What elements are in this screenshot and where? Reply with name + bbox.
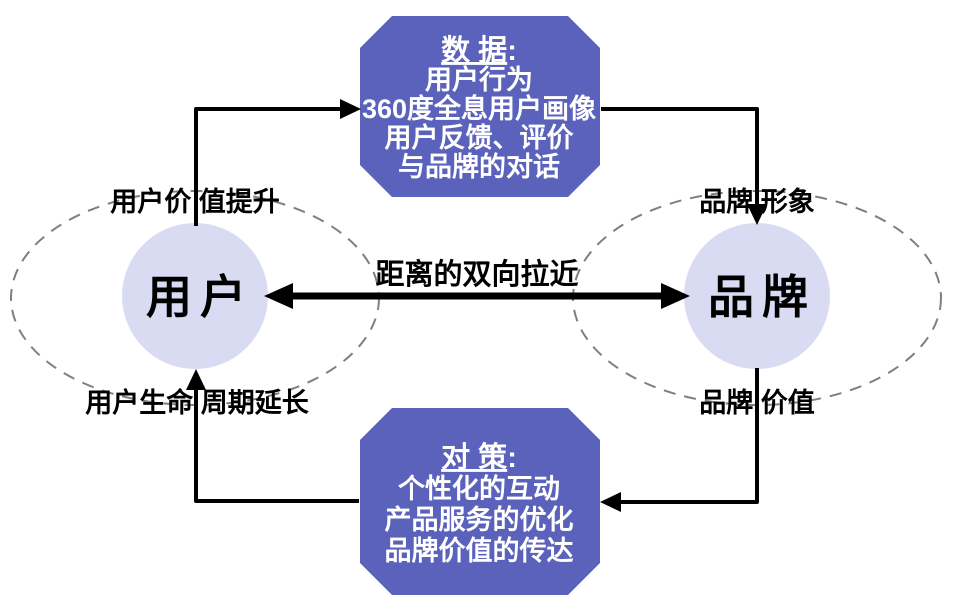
data-box (360, 16, 600, 197)
arrow-data-to-brand (601, 107, 767, 225)
arrow-strategy-to-user (186, 369, 359, 503)
data-box-title: 数 据 (441, 34, 507, 67)
arrowhead-down-icon (747, 204, 767, 225)
data-box-line: 用户反馈、评价 (385, 122, 575, 153)
strategy-box-line: 品牌价值的传达 (385, 535, 574, 566)
data-box-line: 与品牌的对话 (398, 151, 560, 182)
arrowhead-left-icon (600, 492, 621, 512)
arrowhead-up-icon (186, 369, 206, 390)
arrowhead-left-icon (264, 283, 293, 309)
data-box-line: 用户行为 (425, 64, 533, 95)
label-user-lifecycle: 用户生命 周期延长 (85, 387, 310, 418)
strategy-box-line: 产品服务的优化 (385, 504, 574, 535)
user-node-label: 用户 (146, 271, 254, 323)
strategy-box-line: 个性化的互动 (398, 473, 560, 504)
arrow-brand-to-strategy (600, 368, 759, 512)
arrowhead-right-icon (340, 99, 361, 119)
strategy-box-title: 对 策 (441, 440, 508, 474)
svg-text:数 据:: 数 据: (441, 34, 517, 67)
strategy-box (360, 408, 600, 595)
user-node (122, 223, 268, 369)
data-box-line: 360度全息用户画像 (362, 93, 596, 124)
label-mutual-closeness: 距离的双向拉近 (375, 257, 578, 291)
data-box-title-colon: : (507, 35, 517, 67)
arrow-user-to-data (194, 99, 361, 226)
brand-node-label: 品牌 (708, 271, 816, 323)
arrowhead-right-icon (661, 283, 690, 309)
label-brand-value: 品牌 价值 (699, 388, 815, 418)
label-user-value: 用户价 值提升 (110, 186, 280, 217)
svg-text:对 策:: 对 策: (441, 440, 517, 474)
label-brand-image: 品牌 形象 (699, 186, 815, 217)
strategy-box-text: 对 策: 个性化的互动 产品服务的优化 品牌价值的传达 (385, 440, 574, 566)
arrow-mutual-closeness (264, 283, 690, 309)
data-box-text: 数 据: 用户行为 360度全息用户画像 用户反馈、评价 与品牌的对话 (362, 34, 596, 182)
strategy-box-title-colon: : (507, 442, 517, 474)
brand-node (684, 223, 830, 369)
